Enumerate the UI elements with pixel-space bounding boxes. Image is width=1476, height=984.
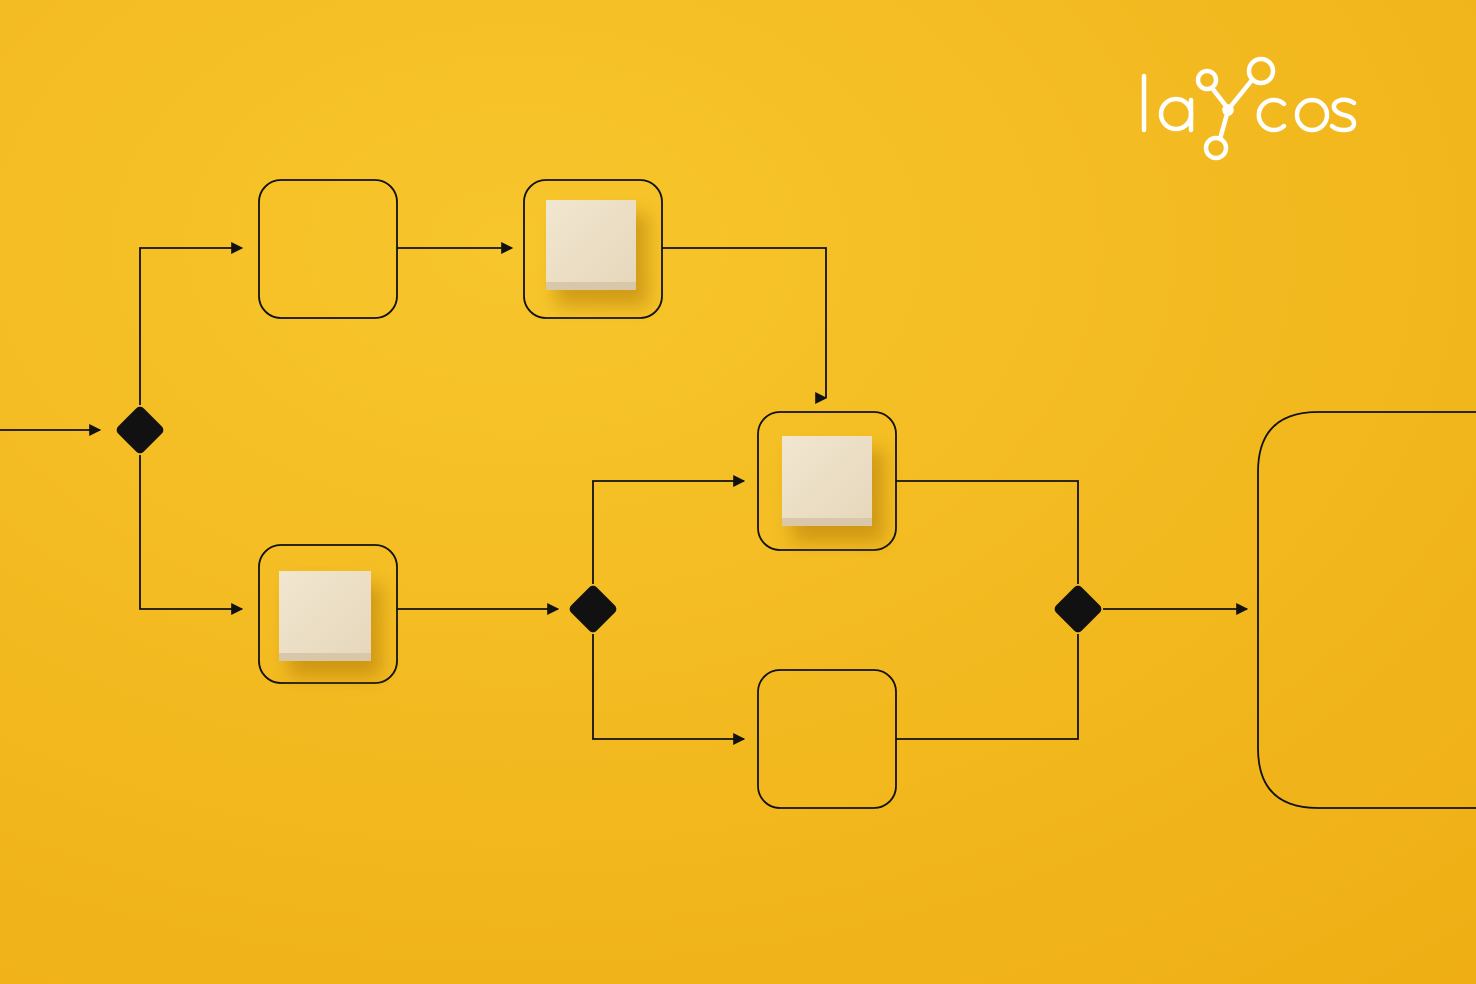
wooden-block-bottom-1 xyxy=(279,571,381,677)
process-box-bottom-1 xyxy=(258,544,398,684)
connector-gw2-bottom2 xyxy=(592,634,746,745)
connector-bottom2-gw3 xyxy=(896,634,1079,740)
brand-logo xyxy=(1136,44,1366,162)
wooden-block-mid-1 xyxy=(782,436,884,542)
process-box-top-2 xyxy=(523,179,663,319)
decision-gateway-3 xyxy=(1054,585,1102,633)
connectors xyxy=(0,242,1249,745)
connector-gw1-bottom xyxy=(139,455,244,615)
decision-gateway-2 xyxy=(569,585,617,633)
connector-gw1-top xyxy=(139,242,244,405)
connector-mid-gw3 xyxy=(896,480,1079,584)
process-box-mid-1 xyxy=(757,411,897,551)
process-box-bottom-2 xyxy=(757,669,897,809)
decision-gateway-1 xyxy=(116,406,164,454)
molecule-y-icon xyxy=(1141,56,1357,161)
connector-top2-mid xyxy=(662,247,828,404)
process-box-end xyxy=(1257,411,1476,809)
connector-gw2-mid xyxy=(592,475,746,584)
process-box-top-1 xyxy=(258,179,398,319)
wooden-block-top-2 xyxy=(546,200,648,306)
